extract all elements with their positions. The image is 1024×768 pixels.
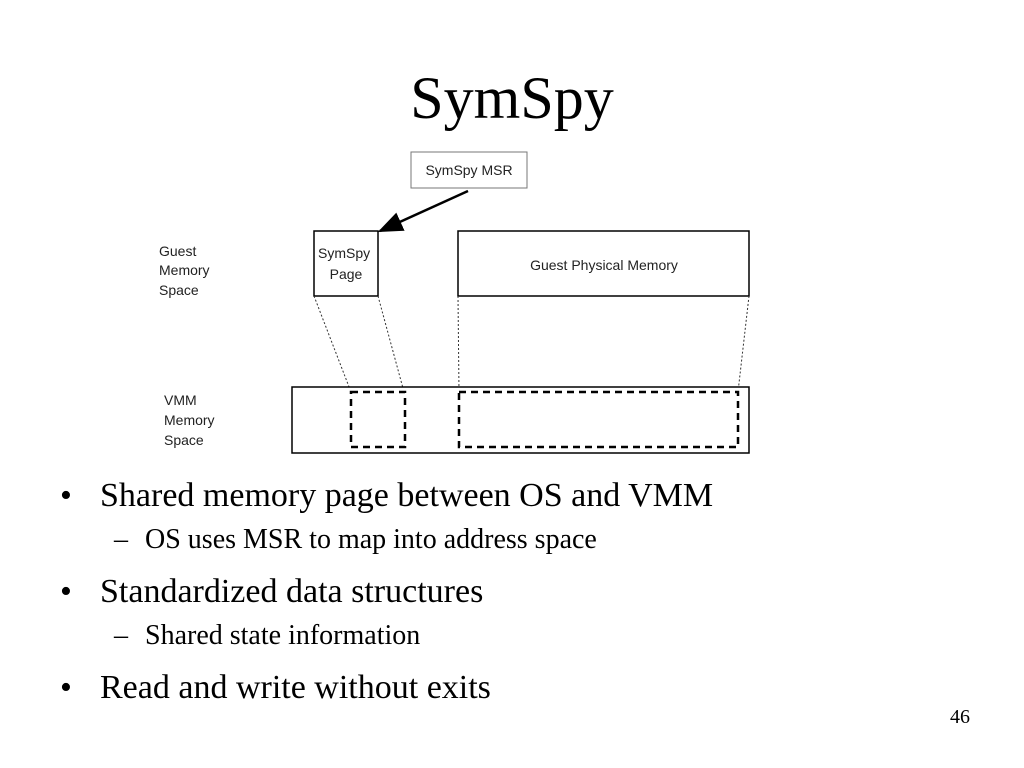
symspy-msr-box: SymSpy MSR [410,151,528,189]
bullet-item: • Read and write without exits [60,666,960,710]
symspy-msr-label: SymSpy MSR [425,162,512,178]
sub-bullet-dash: – [114,620,128,651]
vmm-symspy-region [349,390,407,449]
vmm-memory-box [291,386,750,454]
sub-bullet-item: – OS uses MSR to map into address space [60,522,960,558]
bullet-dot: • [60,669,72,706]
sub-bullet-item: – Shared state information [60,618,960,654]
bullet-item: • Standardized data structures [60,570,960,614]
bullet-text: Standardized data structures [100,573,484,610]
bullet-text: Shared memory page between OS and VMM [100,477,714,514]
guest-physical-memory-label: Guest Physical Memory [530,257,678,273]
vmm-guest-physical-region [457,390,740,449]
page-number: 46 [950,706,970,728]
sub-bullet-dash: – [114,524,128,555]
msr-arrow [377,189,469,233]
vmm-memory-space-label: VMM Memory Space [164,392,218,448]
sub-bullet-text: OS uses MSR to map into address space [145,524,597,555]
bullet-dot: • [60,573,72,610]
guest-memory-space-label: Guest Memory Space [159,243,213,298]
bullet-list: • Shared memory page between OS and VMM … [60,474,960,714]
bullet-text: Read and write without exits [100,669,491,706]
symspy-page-label: SymSpy Page [318,245,374,282]
sub-bullet-text: Shared state information [145,620,421,651]
bullet-dot: • [60,477,72,514]
guest-physical-memory-box: Guest Physical Memory [457,230,750,297]
slide-title: SymSpy [410,65,614,131]
memory-diagram: SymSpy MSR Guest Memory Space SymSpy Pag… [159,151,750,454]
bullet-item: • Shared memory page between OS and VMM [60,474,960,518]
mapping-lines [313,295,750,393]
symspy-page-box: SymSpy Page [313,230,379,297]
